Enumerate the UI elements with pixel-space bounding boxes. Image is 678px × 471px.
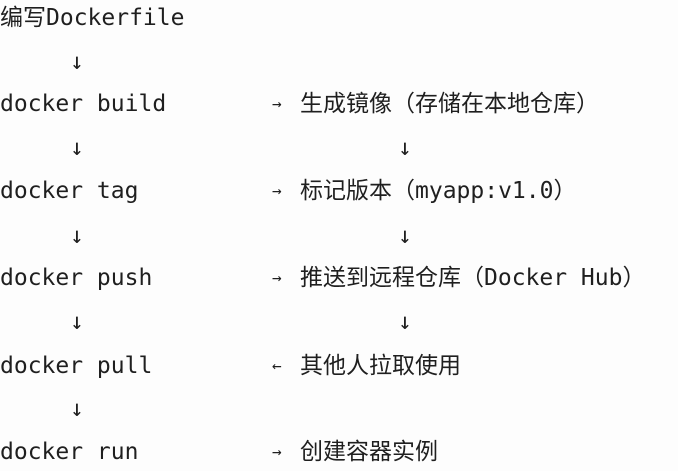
down-arrow-icon: ↓ bbox=[70, 223, 84, 249]
right-arrow-icon: → bbox=[272, 181, 282, 200]
down-arrow-icon: ↓ bbox=[70, 49, 84, 75]
down-arrow-icon: ↓ bbox=[398, 223, 412, 249]
right-arrow-icon: → bbox=[272, 442, 282, 461]
command-push: docker push bbox=[0, 265, 153, 291]
left-arrow-icon: ← bbox=[272, 356, 282, 375]
command-build: docker build bbox=[0, 91, 167, 117]
down-arrow-icon: ↓ bbox=[398, 135, 412, 161]
result-build: 生成镜像（存储在本地仓库） bbox=[300, 91, 599, 117]
down-arrow-icon: ↓ bbox=[70, 396, 84, 422]
down-arrow-icon: ↓ bbox=[70, 309, 84, 335]
down-arrow-icon: ↓ bbox=[70, 135, 84, 161]
command-pull: docker pull bbox=[0, 353, 153, 379]
start-step: 编写Dockerfile bbox=[0, 5, 185, 31]
result-run: 创建容器实例 bbox=[300, 439, 438, 465]
command-tag: docker tag bbox=[0, 178, 139, 204]
right-arrow-icon: → bbox=[272, 268, 282, 287]
result-pull: 其他人拉取使用 bbox=[300, 353, 461, 379]
down-arrow-icon: ↓ bbox=[398, 309, 412, 335]
right-arrow-icon: → bbox=[272, 94, 282, 113]
command-run: docker run bbox=[0, 439, 139, 465]
result-tag: 标记版本（myapp:v1.0） bbox=[300, 178, 577, 204]
result-push: 推送到远程仓库（Docker Hub） bbox=[300, 265, 646, 291]
